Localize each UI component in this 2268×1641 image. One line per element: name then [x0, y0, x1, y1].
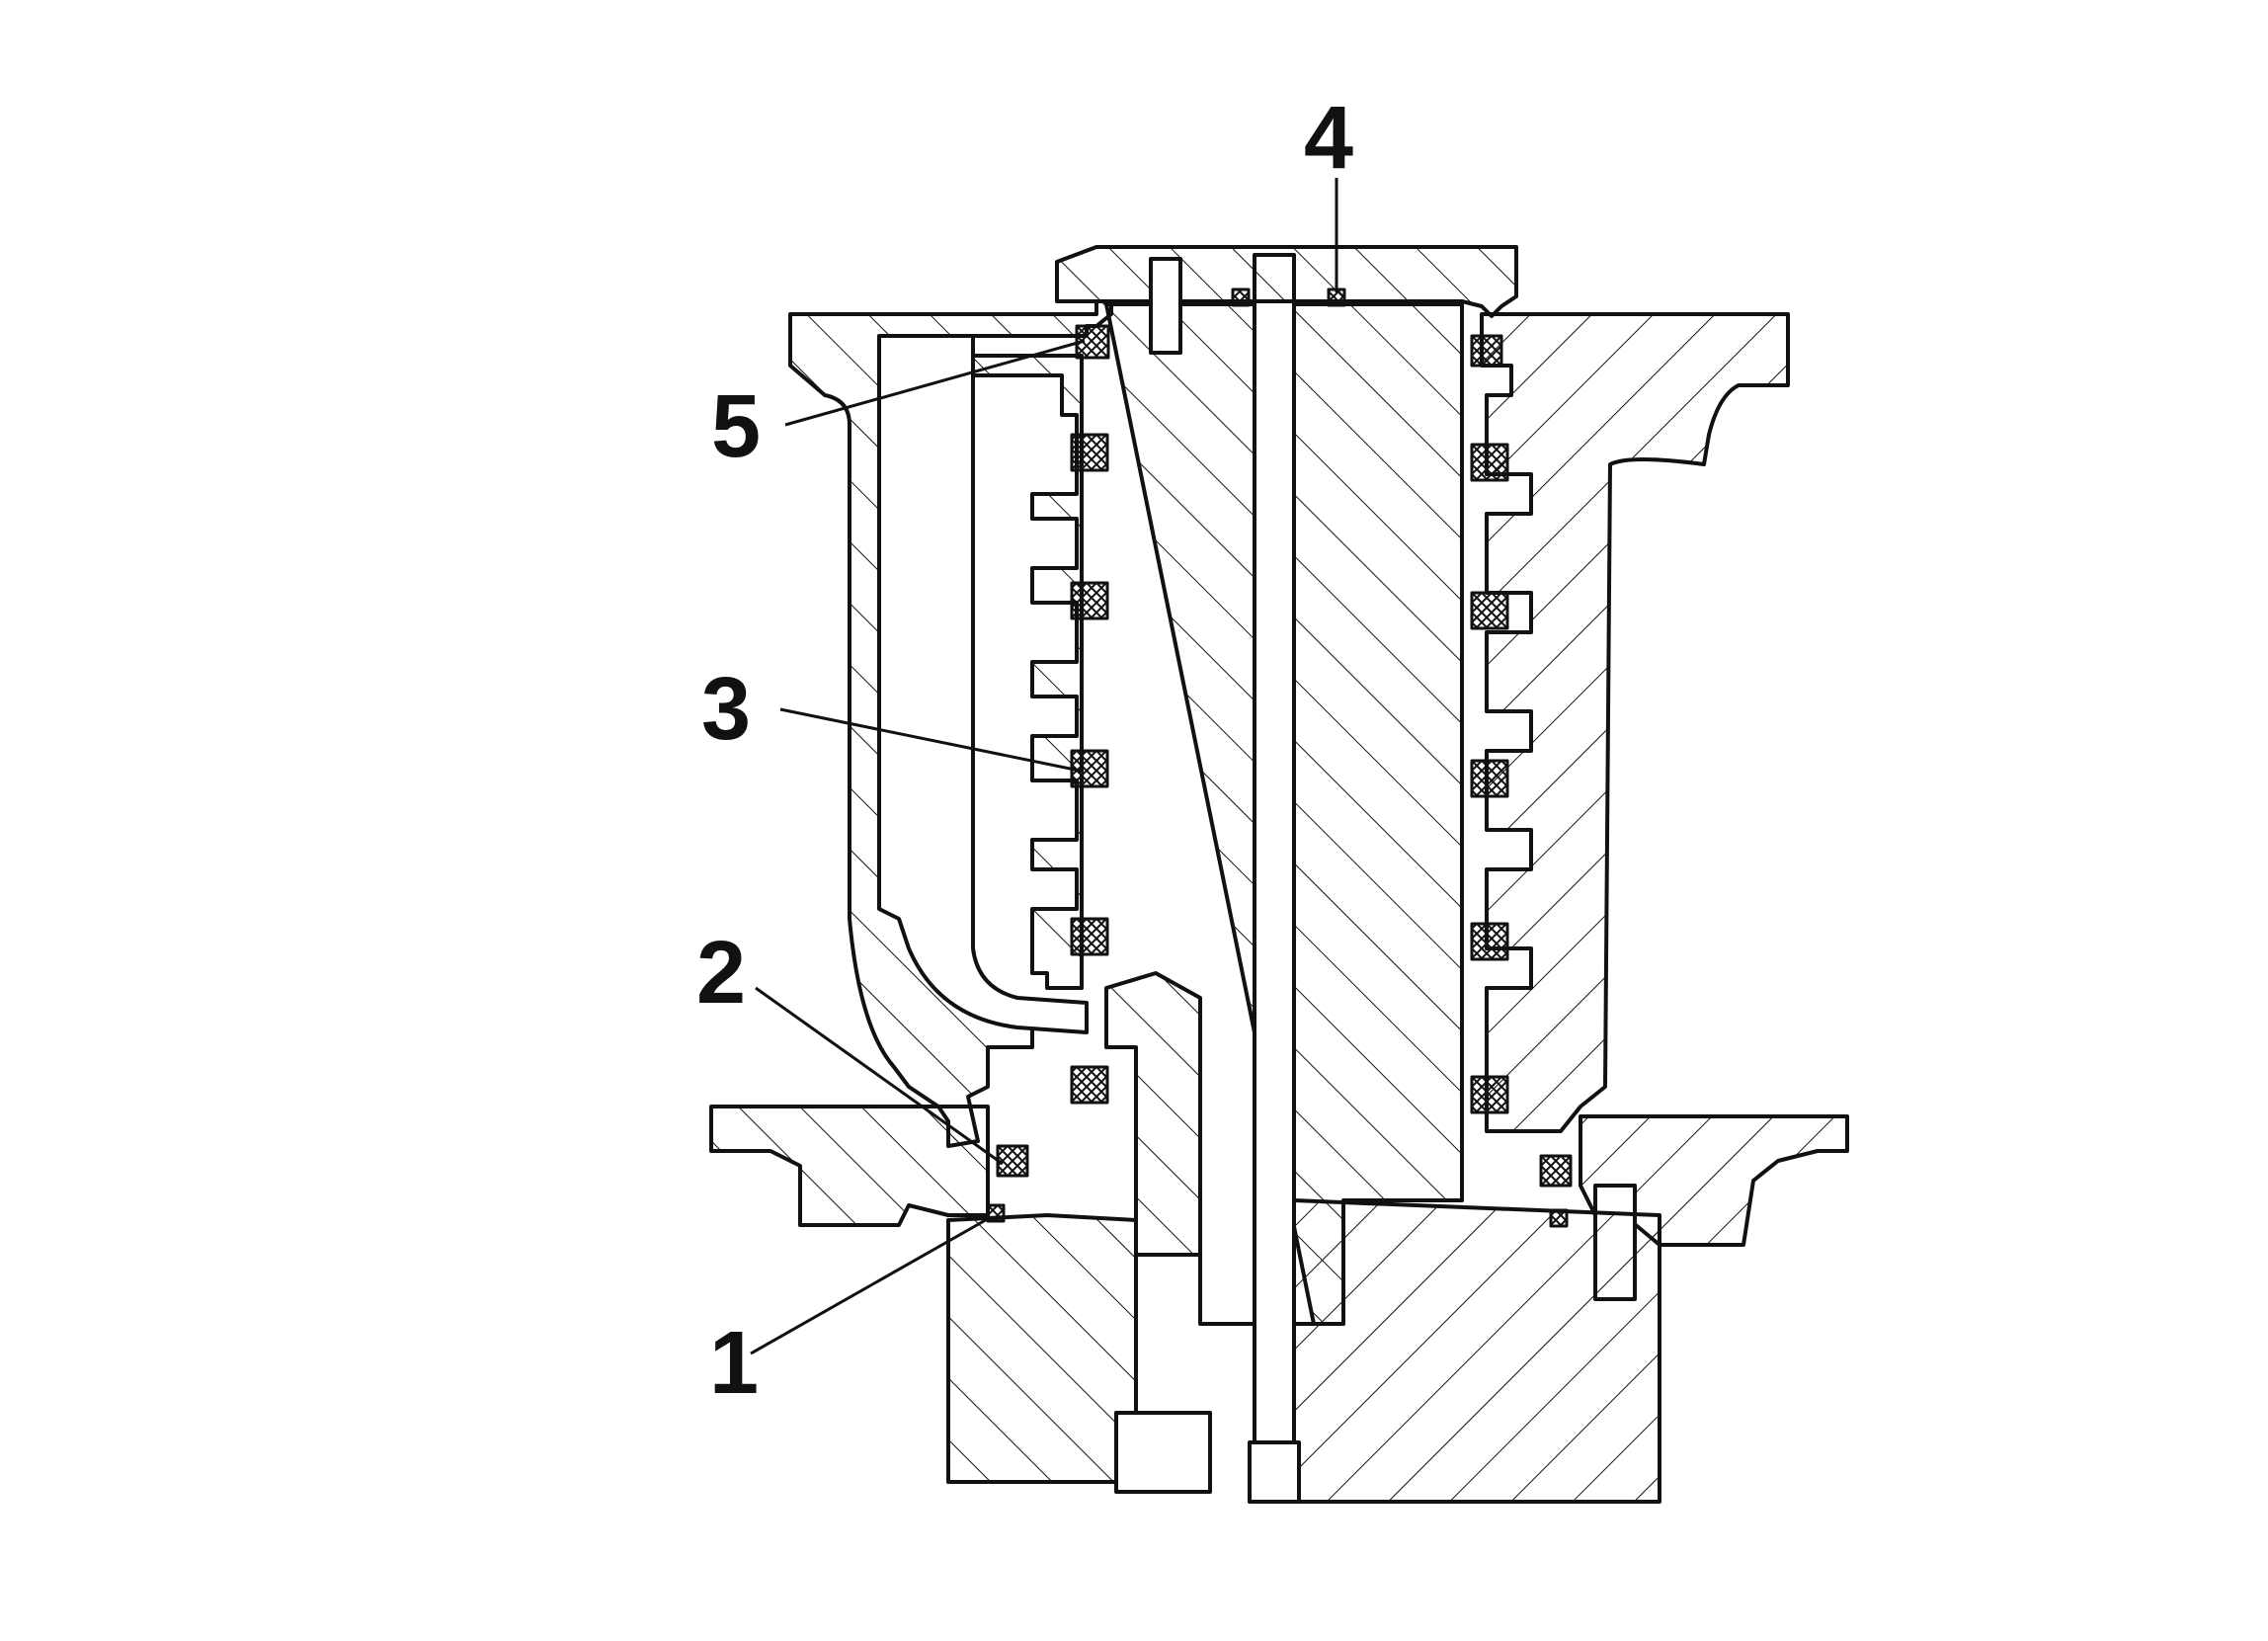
right-housing [1480, 312, 1790, 1133]
flow-channel [877, 334, 1089, 1034]
center-bore [1253, 253, 1296, 1484]
seal-rings [986, 287, 1573, 1228]
leader-line-1 [750, 1215, 992, 1355]
top-cover-bolt [1149, 257, 1182, 355]
base-plug-left [1114, 1411, 1212, 1494]
leader-line-5 [784, 339, 1086, 427]
leader-line-3 [779, 707, 1081, 773]
callout-5: 5 [711, 377, 761, 476]
callout-1: 1 [709, 1314, 759, 1413]
inner-sleeve-left [971, 354, 1084, 990]
base-plug-center [1248, 1440, 1301, 1504]
base-block [946, 1213, 1138, 1484]
callout-3: 3 [701, 660, 751, 759]
leader-line-2 [755, 986, 1004, 1166]
lower-flange-left [709, 1105, 990, 1227]
callout-4: 4 [1304, 89, 1353, 188]
base-block-right [1292, 1198, 1661, 1504]
callout-2: 2 [696, 924, 746, 1023]
